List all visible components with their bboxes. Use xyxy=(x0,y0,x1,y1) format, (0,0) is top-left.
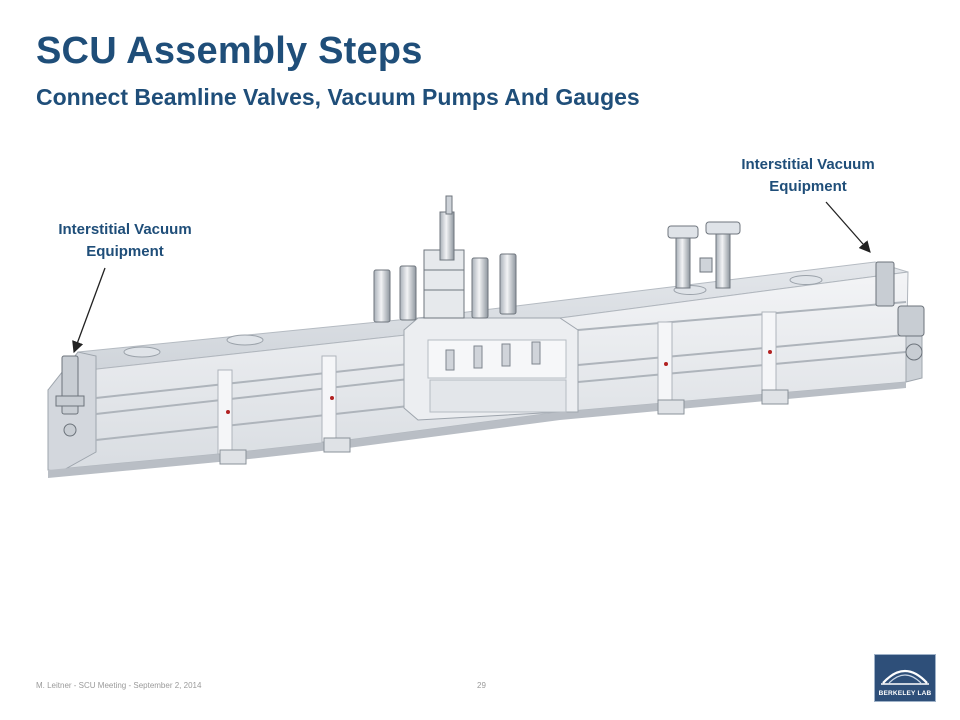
right-callout-label: Interstitial Vacuum Equipment xyxy=(708,154,908,198)
left-callout-line-1: Interstitial Vacuum xyxy=(58,221,192,238)
left-interstitial-equipment xyxy=(55,355,85,437)
berkeley-lab-dome-icon xyxy=(881,669,929,685)
slide-title: SCU Assembly Steps xyxy=(36,30,423,72)
left-callout-line-2: Equipment xyxy=(86,243,164,260)
left-callout-arrow xyxy=(72,267,106,354)
logo-text: BERKELEY LAB xyxy=(878,690,932,697)
right-interstitial-equipment xyxy=(875,261,925,361)
central-box-valves xyxy=(445,341,541,371)
footer-page-number: 29 xyxy=(477,681,486,690)
slide-subtitle: Connect Beamline Valves, Vacuum Pumps An… xyxy=(36,84,640,110)
right-callout-line-1: Interstitial Vacuum xyxy=(741,156,875,173)
side-rails xyxy=(95,301,907,441)
support-feet xyxy=(219,389,789,465)
berkeley-lab-logo: BERKELEY LAB xyxy=(874,654,936,702)
left-callout-label: Interstitial Vacuum Equipment xyxy=(20,219,230,263)
footer-author-meeting: M. Leitner - SCU Meeting - September 2, … xyxy=(36,681,202,690)
right-callout-line-2: Equipment xyxy=(769,178,847,195)
beamline-valves xyxy=(667,221,741,289)
vacuum-pump-cluster xyxy=(373,195,517,323)
right-callout-arrow xyxy=(825,201,871,253)
red-indicator-dots xyxy=(226,350,772,414)
central-box xyxy=(403,317,579,421)
